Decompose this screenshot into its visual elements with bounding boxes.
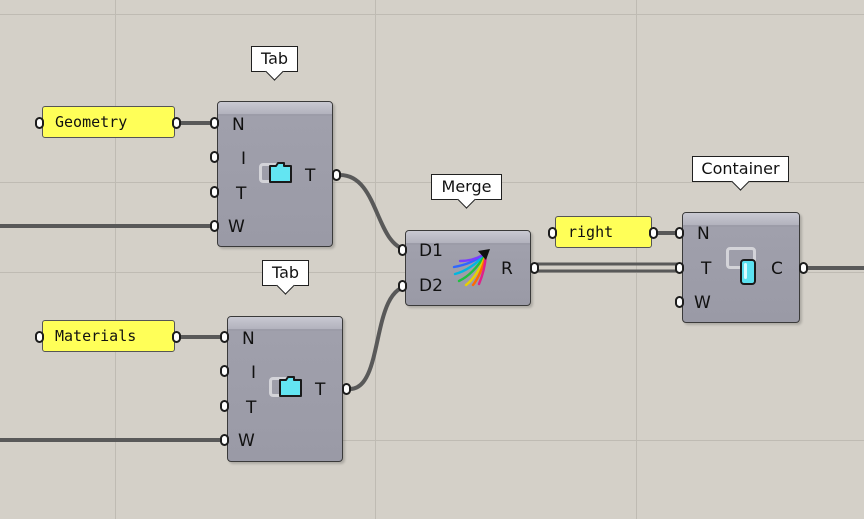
input-label-n: N — [697, 224, 710, 244]
input-grip-t[interactable] — [210, 186, 219, 198]
tag-container: Container — [692, 156, 789, 182]
output-label-r: R — [501, 259, 513, 279]
input-grip-d2[interactable] — [398, 280, 407, 292]
input-grip-n[interactable] — [210, 117, 219, 129]
grid-line — [636, 0, 637, 519]
input-label-t: T — [236, 184, 247, 204]
output-label-t: T — [305, 166, 316, 186]
output-grip-t[interactable] — [342, 383, 351, 395]
output-grip-r[interactable] — [530, 262, 539, 274]
output-label-t: T — [315, 380, 326, 400]
container-icon — [740, 259, 756, 285]
input-grip-n[interactable] — [675, 227, 684, 239]
panel-right[interactable]: right — [555, 216, 652, 248]
component-header — [683, 213, 799, 225]
input-label-w: W — [228, 217, 245, 237]
tag-tab-1: Tab — [251, 46, 298, 72]
input-grip-w[interactable] — [675, 296, 684, 308]
component-header — [218, 102, 332, 114]
input-label-d1: D1 — [419, 241, 443, 261]
panel-input-grip[interactable] — [548, 227, 557, 239]
output-label-c: C — [771, 259, 783, 279]
input-grip-w[interactable] — [210, 220, 219, 232]
merge-arrows-icon — [452, 249, 490, 287]
input-label-w: W — [694, 293, 711, 313]
wire-tab1-to-merge — [338, 173, 412, 252]
input-label-w: W — [238, 431, 255, 451]
output-grip-t[interactable] — [332, 169, 341, 181]
panel-materials[interactable]: Materials — [42, 320, 175, 352]
tag-tab-2: Tab — [262, 260, 309, 286]
input-label-n: N — [232, 115, 245, 135]
input-grip-n[interactable] — [220, 331, 229, 343]
panel-input-grip[interactable] — [35, 117, 44, 129]
input-grip-i[interactable] — [210, 151, 219, 163]
component-header — [228, 317, 342, 329]
input-grip-t[interactable] — [675, 262, 684, 274]
grid-line — [115, 0, 116, 519]
input-label-d2: D2 — [419, 276, 443, 296]
grid-line — [0, 440, 864, 441]
panel-output-grip[interactable] — [172, 331, 181, 343]
panel-output-grip[interactable] — [649, 227, 658, 239]
input-label-n: N — [242, 329, 255, 349]
panel-input-grip[interactable] — [35, 331, 44, 343]
input-grip-t[interactable] — [220, 400, 229, 412]
output-grip-c[interactable] — [799, 262, 808, 274]
input-grip-i[interactable] — [220, 365, 229, 377]
panel-output-grip[interactable] — [172, 117, 181, 129]
input-label-t: T — [701, 259, 712, 279]
component-header — [406, 231, 530, 243]
tab-component-2[interactable]: N I T W T — [227, 316, 343, 462]
input-label-i: I — [241, 149, 247, 169]
input-label-t: T — [246, 398, 257, 418]
folder-tab-icon — [269, 162, 292, 183]
input-grip-d1[interactable] — [398, 244, 407, 256]
tab-component-1[interactable]: N I T W T — [217, 101, 333, 247]
input-grip-w[interactable] — [220, 434, 229, 446]
merge-component[interactable]: D1 D2 R — [405, 230, 531, 306]
folder-tab-icon — [279, 376, 302, 397]
grid-line — [375, 0, 376, 519]
panel-geometry[interactable]: Geometry — [42, 106, 175, 138]
tag-merge: Merge — [431, 174, 502, 200]
grid-line — [0, 14, 864, 15]
input-label-i: I — [251, 363, 257, 383]
wire-tab2-to-merge — [348, 284, 412, 391]
container-component[interactable]: N T W C — [682, 212, 800, 323]
